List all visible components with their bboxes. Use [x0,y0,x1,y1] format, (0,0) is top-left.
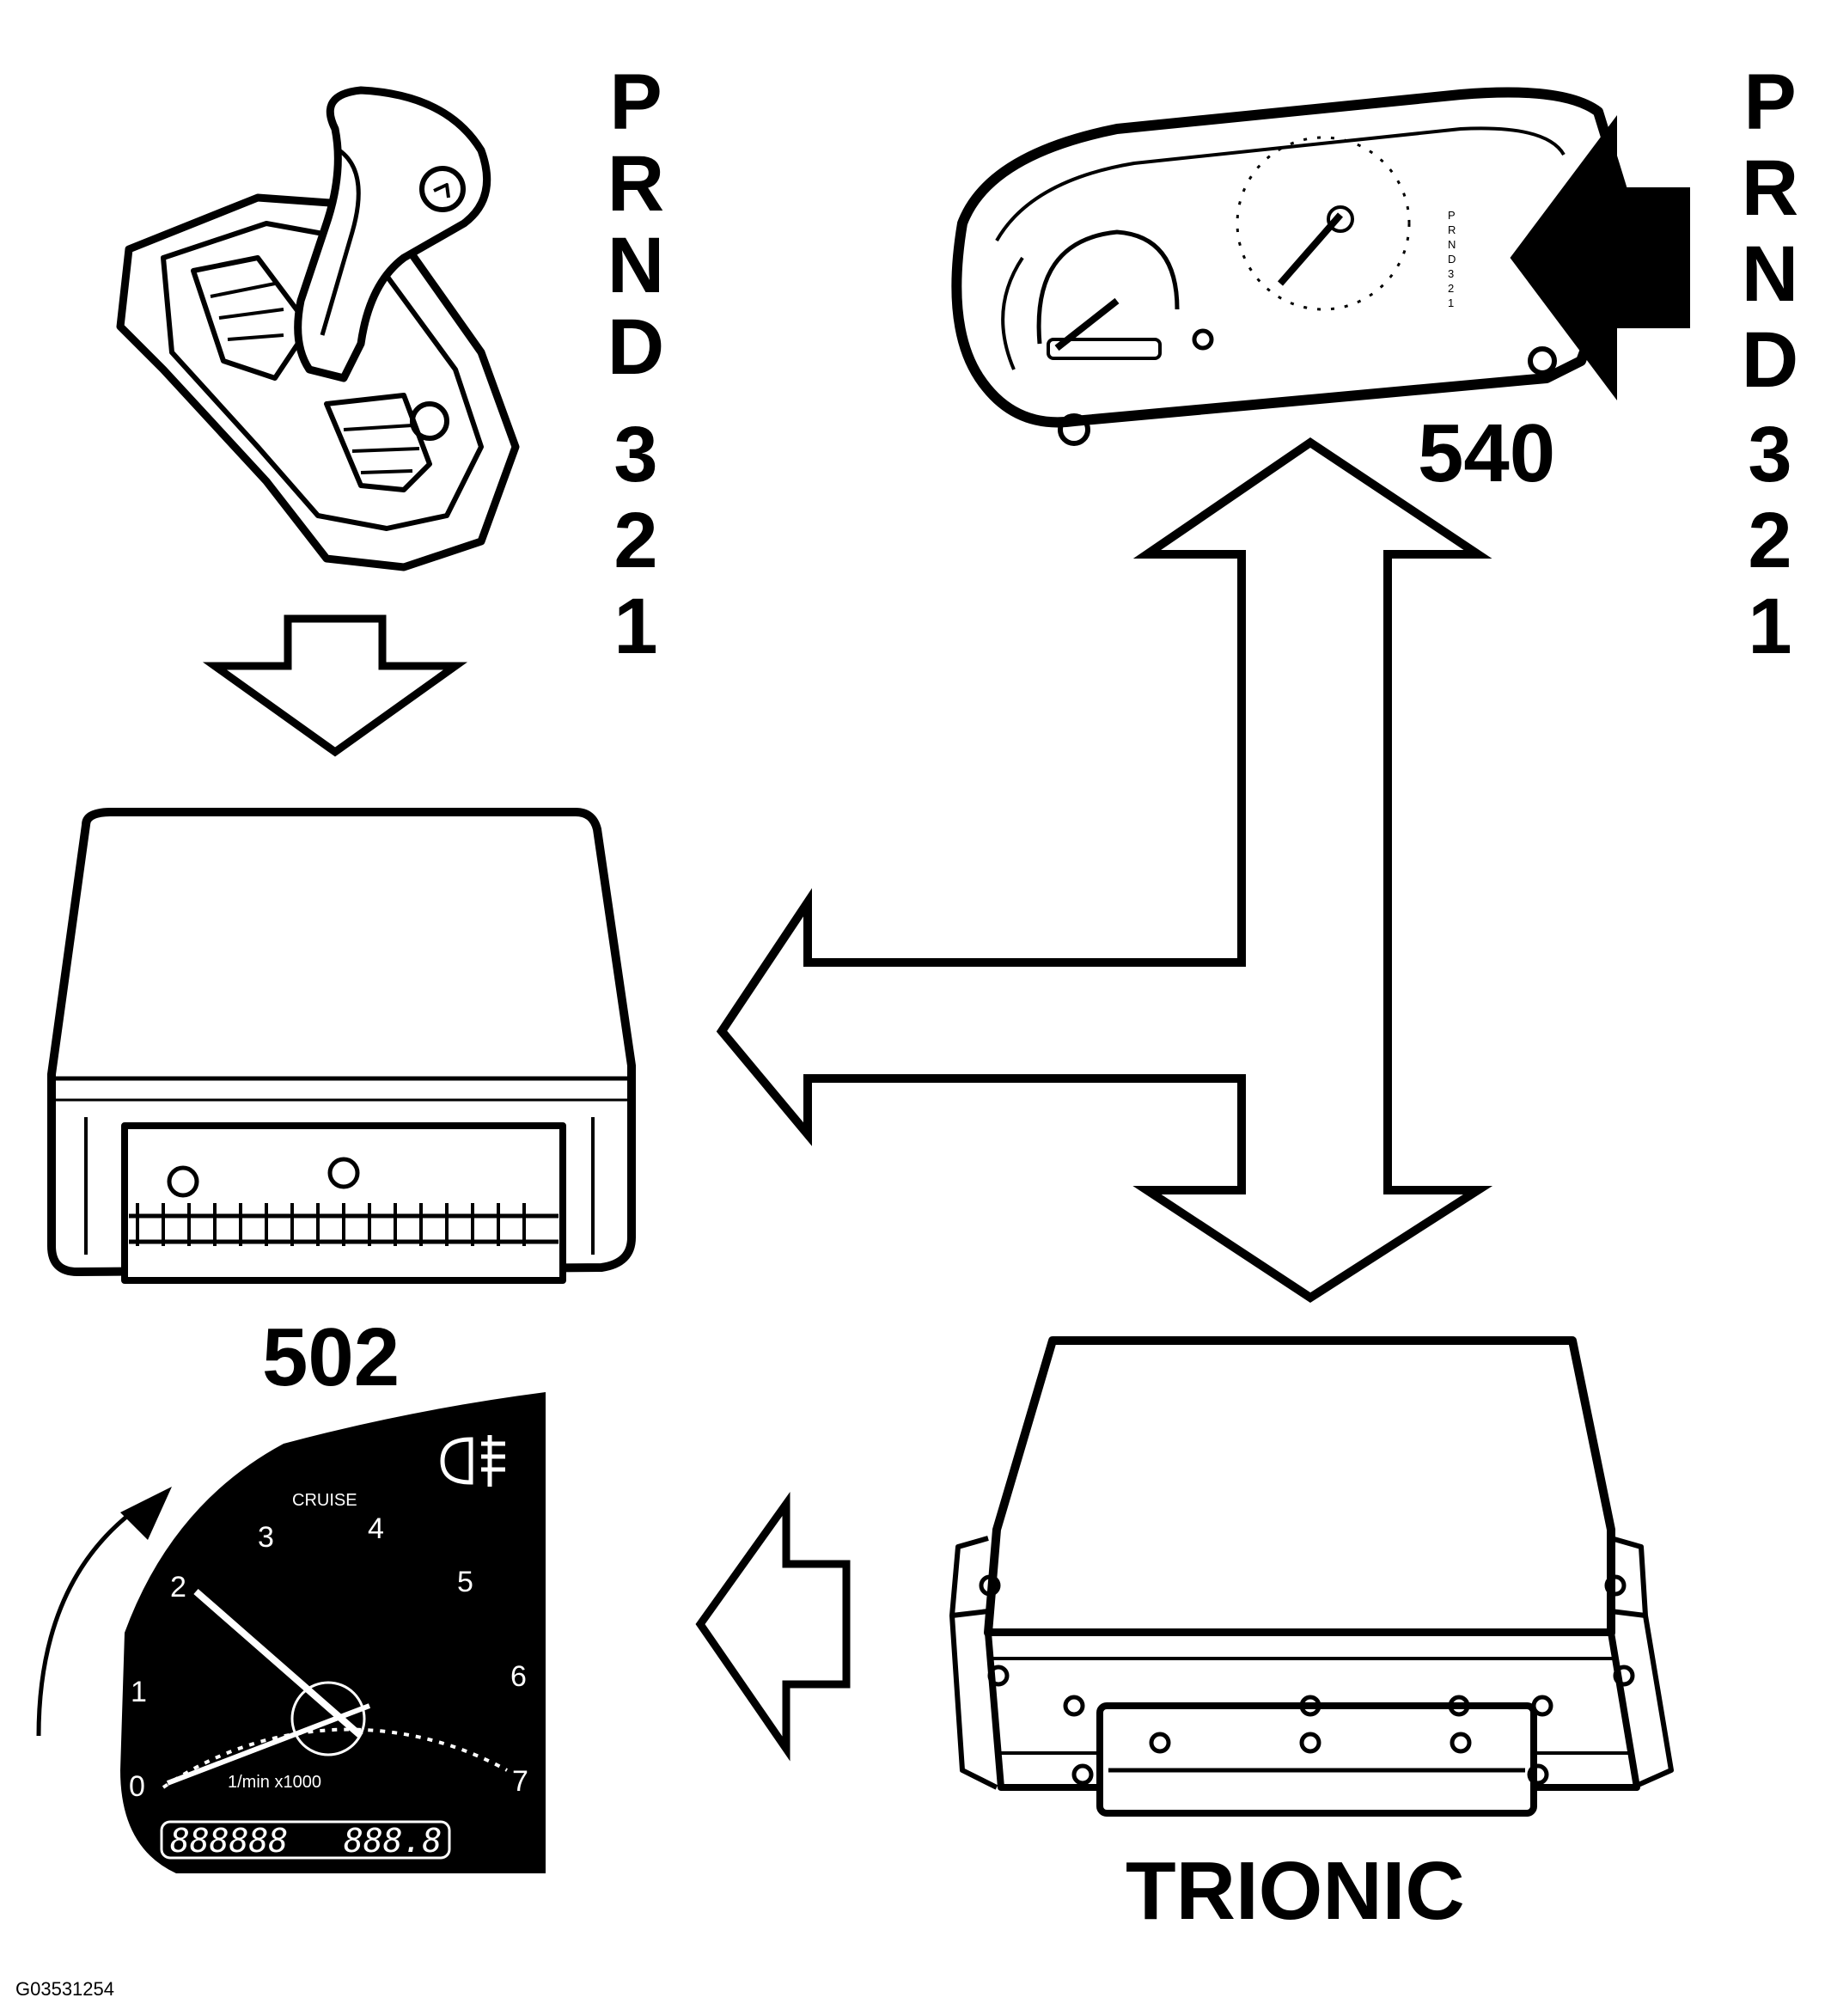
gear-label: P [1743,58,1796,146]
trionic-label: TRIONIC [1126,1845,1465,1937]
tacho-scale-label: 2 [170,1571,186,1604]
gear-positions-right: P R N D 3 2 1 [1742,58,1798,670]
gear-label: 1 [1748,583,1791,670]
gear-label: N [1742,230,1798,318]
tachometer-scale: 0 1 2 3 4 5 6 7 [129,1512,528,1803]
cluster-mini-gear-indicator: P R N D 3 2 1 [1448,209,1456,309]
gear-label: N [607,222,664,309]
gear-label: 2 [1748,497,1791,584]
bus-arrow-icon [716,437,1493,1303]
svg-text:R: R [1448,223,1456,236]
gear-positions-left: P R N D 3 2 1 [607,58,664,670]
rotation-arrow-icon [36,1487,172,1737]
odometer-lcd [160,1820,451,1860]
ecu-502-illustration [47,808,636,1284]
tacho-scale-label: 4 [368,1512,384,1545]
figure-reference-code: G03531254 [15,1978,114,2000]
tacho-scale-label: 7 [512,1765,528,1798]
gear-label: R [1742,144,1798,232]
tacho-scale-label: 6 [510,1660,527,1693]
tacho-scale-label: 3 [258,1521,274,1554]
tacho-scale-label: 5 [457,1566,473,1598]
trionic-ecu-illustration [949,1336,1674,1817]
odometer-lcd-left: 888888 [170,1822,288,1860]
svg-text:3: 3 [1448,267,1454,280]
instrument-cluster-illustration [951,87,1638,446]
gear-label: 1 [613,583,657,670]
tacho-scale-label: 0 [129,1770,145,1803]
cluster-label: 540 [1418,407,1555,499]
tacho-scale-label: 1 [131,1676,147,1708]
svg-text:P: P [1448,209,1456,222]
gear-label: R [607,140,664,228]
odometer-lcd-right: 888.8 [344,1822,442,1860]
svg-text:2: 2 [1448,282,1454,295]
svg-text:1: 1 [1448,296,1454,309]
left-arrow-icon [695,1491,851,1762]
gear-label: D [607,303,664,391]
solid-pointer-arrow-icon [1510,115,1690,400]
gear-label: P [609,58,662,146]
down-arrow-icon [202,614,468,757]
tachometer: 0 1 2 3 4 5 6 7 CRUISE 1/min x1000 88888… [120,1392,546,1873]
gear-label: 3 [613,411,657,498]
tacho-unit-label: 1/min x1000 [228,1773,321,1792]
fog-light-icon [440,1435,505,1487]
gear-selector-illustration [116,86,520,571]
gear-label: 3 [1748,411,1791,498]
gear-label: 2 [613,497,657,584]
gear-label: D [1742,316,1798,404]
svg-text:D: D [1448,253,1456,266]
svg-text:N: N [1448,238,1456,251]
ecu-502-label: 502 [262,1311,400,1403]
cruise-indicator-label: CRUISE [292,1491,357,1510]
